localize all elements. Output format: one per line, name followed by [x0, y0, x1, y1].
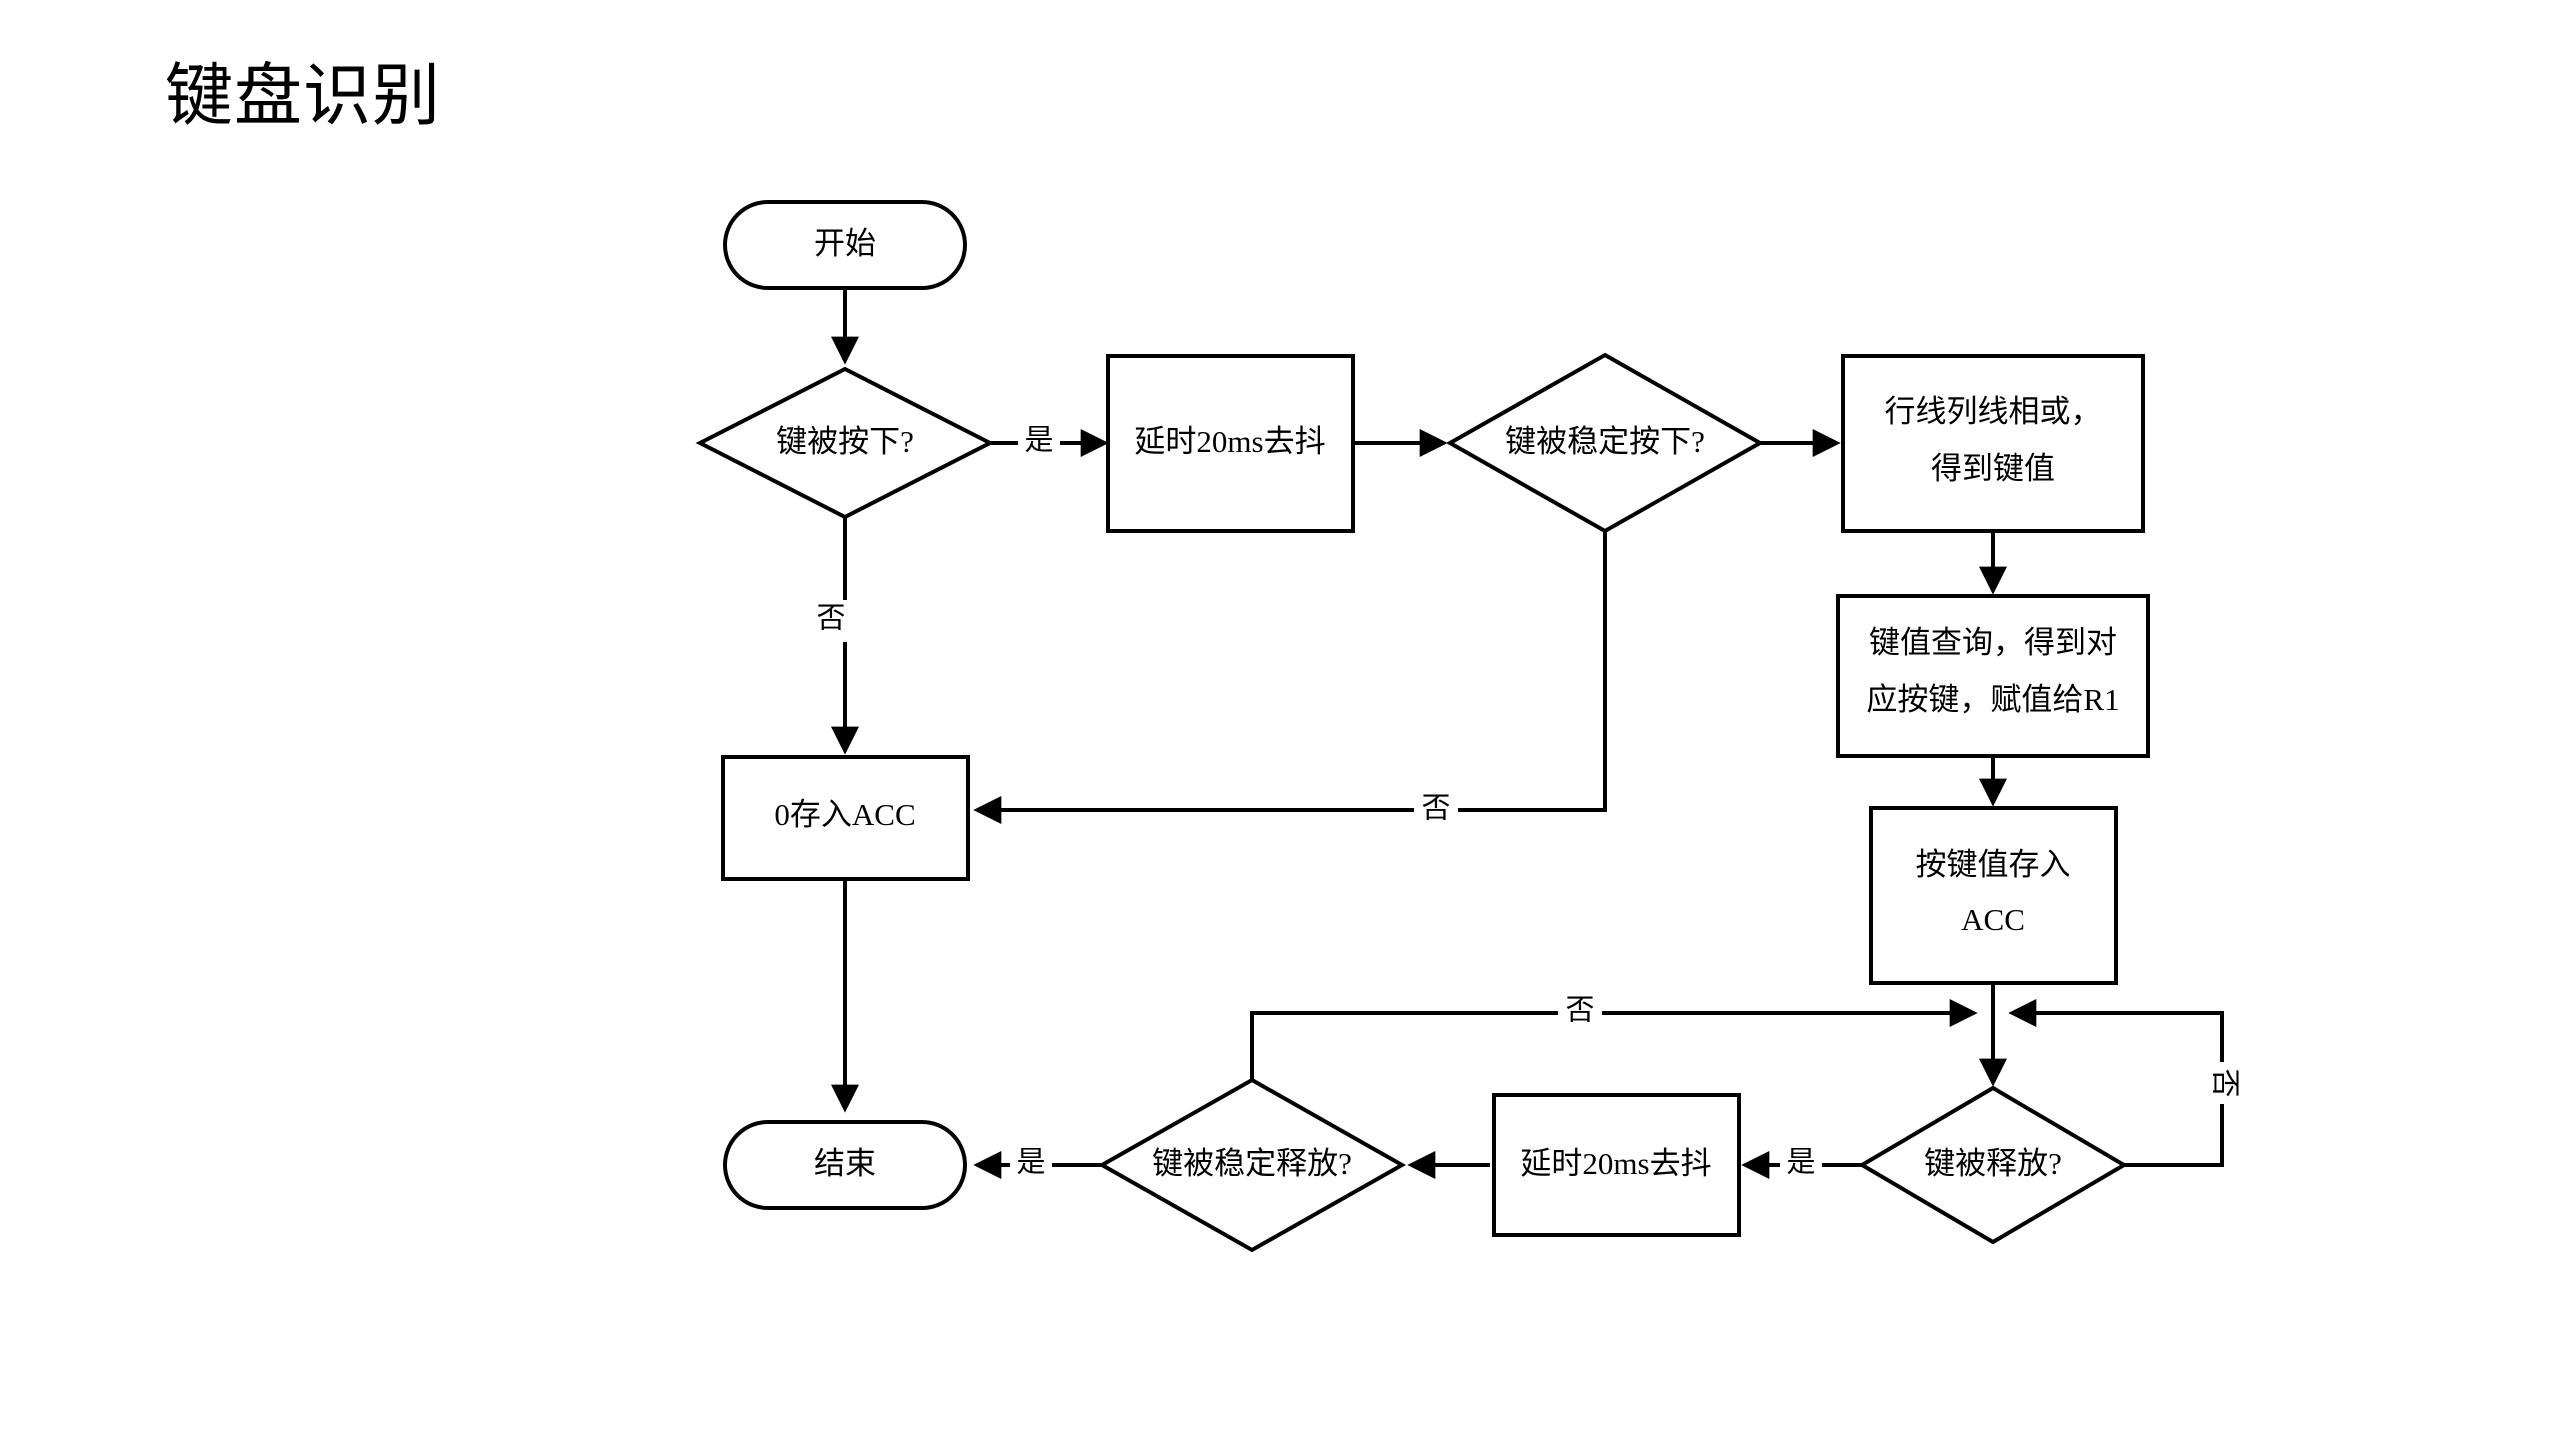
edge-key-stable-to-zero-acc: 否: [973, 531, 1607, 832]
node-key-pressed[interactable]: 键被按下?: [695, 366, 995, 520]
edge-stable-rel-to-key-released-no: 否: [1250, 992, 1978, 1080]
node-lookup[interactable]: 键值查询，得到对 应按键，赋值给R1: [1836, 594, 2150, 758]
node-store-acc[interactable]: 按键值存入 ACC: [1869, 806, 2118, 985]
edge-key-pressed-to-delay1: 是: [990, 424, 1109, 464]
page-title: 键盘识别: [165, 58, 442, 134]
edge-label-no: 否: [2208, 1068, 2240, 1097]
edge-key-released-to-delay2: 是: [1741, 1145, 1862, 1185]
node-store-acc-line2: ACC: [1961, 902, 2025, 937]
node-delay2[interactable]: 延时20ms去抖: [1492, 1093, 1741, 1237]
node-key-released-label: 键被释放?: [1924, 1146, 2062, 1181]
edge-label-yes: 是: [1016, 1147, 1045, 1179]
node-delay2-label: 延时20ms去抖: [1520, 1146, 1711, 1181]
node-row-col-or-line2: 得到键值: [1931, 451, 2055, 486]
node-end-label: 结束: [814, 1146, 876, 1181]
node-zero-acc[interactable]: 0存入ACC: [721, 755, 970, 881]
node-key-released[interactable]: 键被释放?: [1858, 1085, 2128, 1245]
node-delay1-label: 延时20ms去抖: [1134, 424, 1325, 459]
edge-key-released-self-loop-no: 否: [2008, 999, 2244, 1167]
edge-label-yes: 是: [1786, 1147, 1815, 1179]
edge-label-no: 否: [1421, 793, 1450, 825]
node-start[interactable]: 开始: [723, 200, 967, 290]
edge-label-yes: 是: [1024, 425, 1053, 457]
node-key-pressed-label: 键被按下?: [776, 424, 914, 459]
edge-key-pressed-to-zero-acc: 否: [810, 517, 859, 755]
node-lookup-line1: 键值查询，得到对: [1869, 625, 2117, 660]
node-stable-released-label: 键被稳定释放?: [1152, 1146, 1352, 1181]
node-store-acc-line1: 按键值存入: [1916, 847, 2071, 882]
node-key-stable-pressed[interactable]: 键被稳定按下?: [1445, 352, 1765, 534]
node-end[interactable]: 结束: [723, 1120, 967, 1210]
node-zero-acc-label: 0存入ACC: [774, 797, 915, 832]
node-stable-released[interactable]: 键被稳定释放?: [1097, 1077, 1407, 1253]
edge-label-no: 否: [816, 603, 845, 635]
node-lookup-line2: 应按键，赋值给R1: [1866, 682, 2119, 717]
node-row-col-or[interactable]: 行线列线相或， 得到键值: [1841, 354, 2145, 533]
node-delay1[interactable]: 延时20ms去抖: [1106, 354, 1355, 533]
node-key-stable-pressed-label: 键被稳定按下?: [1505, 424, 1705, 459]
edge-label-no: 否: [1565, 995, 1594, 1027]
node-row-col-or-line1: 行线列线相或，: [1885, 394, 2102, 429]
node-start-label: 开始: [814, 226, 876, 261]
edge-stable-rel-to-end: 是: [973, 1145, 1101, 1185]
